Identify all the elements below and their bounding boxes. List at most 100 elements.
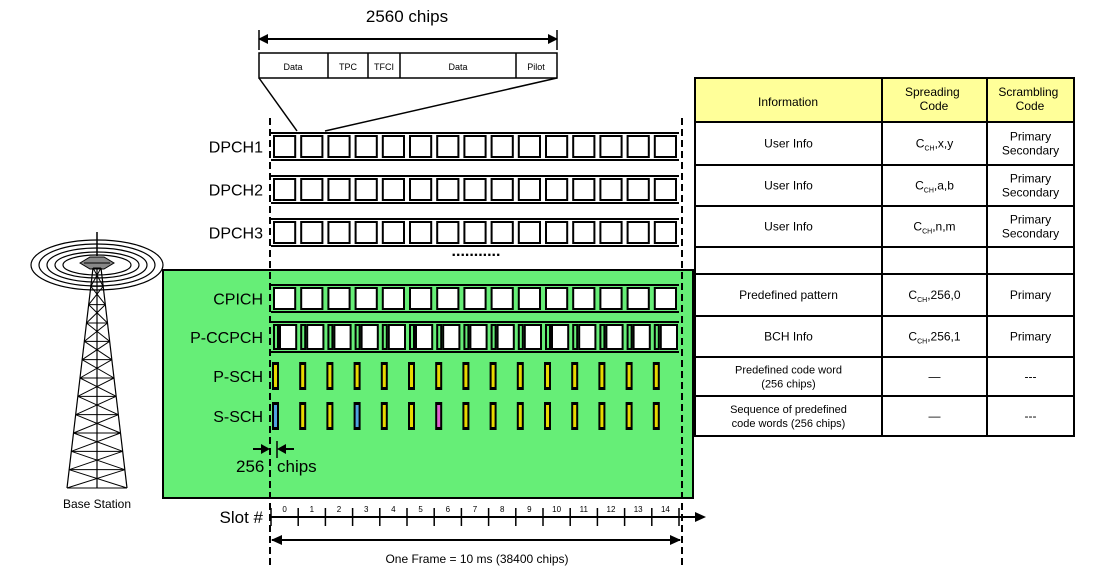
slot-box xyxy=(306,324,325,350)
table-cell xyxy=(986,246,1075,275)
sync-burst-color xyxy=(328,405,332,427)
table-header-scrambling-code: Scrambling Code xyxy=(998,85,1061,113)
tower-brace xyxy=(79,377,117,397)
slot-box xyxy=(327,135,351,158)
slot-gap xyxy=(436,324,443,350)
slot-box xyxy=(626,287,650,310)
slot-field-data: Data xyxy=(448,62,467,72)
slot-number-label: Slot # xyxy=(220,508,264,527)
sync-burst-color xyxy=(355,405,359,427)
slot-number: 0 xyxy=(282,505,287,514)
slot-box xyxy=(463,178,487,201)
slot-number: 5 xyxy=(418,505,423,514)
scrambling-line: Secondary xyxy=(1002,144,1059,158)
slot-gap xyxy=(599,324,606,350)
tower-brace xyxy=(88,286,104,305)
slot-number: 14 xyxy=(661,505,670,514)
table-cell xyxy=(986,205,1075,248)
slot-number: 2 xyxy=(337,505,342,514)
sync-burst-color xyxy=(573,405,577,427)
table-spreading-code: CCH,256,0 xyxy=(908,288,960,304)
slot-field-tfci: TFCI xyxy=(374,62,394,72)
sync-burst-color xyxy=(654,405,658,427)
scrambling-line: Primary xyxy=(1010,130,1051,144)
table-cell xyxy=(694,121,883,166)
slot-box xyxy=(415,324,434,350)
sync-burst-color xyxy=(573,365,577,387)
tower-brace xyxy=(69,469,128,489)
table-spreading-code: CCH,a,b xyxy=(915,179,954,195)
slot-box xyxy=(578,324,597,350)
slot-field-data: Data xyxy=(283,62,302,72)
code-params: ,256,0 xyxy=(927,288,961,302)
slot-box xyxy=(327,287,351,310)
slot-box xyxy=(381,287,405,310)
slot-box xyxy=(572,287,596,310)
slot-box xyxy=(496,324,515,350)
channel-label: P-CCPCH xyxy=(190,330,263,347)
code-base: — xyxy=(929,370,941,384)
channel-label: DPCH3 xyxy=(209,226,263,243)
slot-number: 9 xyxy=(527,505,532,514)
table-header-information: Information xyxy=(758,95,818,109)
slot-box xyxy=(381,135,405,158)
table-cell xyxy=(986,395,1075,437)
sync-burst-color xyxy=(410,365,413,387)
table-scrambling-code: --- xyxy=(1025,370,1037,384)
tower-lattice xyxy=(66,267,128,489)
slot-gap xyxy=(463,324,470,350)
sync-width-label-unit: chips xyxy=(277,457,317,476)
sync-burst-color xyxy=(328,365,332,387)
table-cell xyxy=(694,395,883,437)
tower-brace xyxy=(81,359,115,379)
slot-box xyxy=(572,135,596,158)
sync-burst-color xyxy=(491,405,495,427)
table-scrambling-code: --- xyxy=(1025,409,1037,423)
channel-label: S-SCH xyxy=(213,409,263,426)
slot-box xyxy=(523,324,542,350)
table-info-text: BCH Info xyxy=(764,330,813,344)
slot-box xyxy=(599,221,623,244)
sync-burst-color xyxy=(355,365,359,387)
table-info-line: Predefined code word xyxy=(735,365,842,377)
slot-box xyxy=(490,178,514,201)
scrambling-line: Primary xyxy=(1010,172,1051,186)
table-scrambling-code: Primary xyxy=(1010,330,1051,344)
slot-box xyxy=(436,221,460,244)
code-base: — xyxy=(929,409,941,423)
sync-burst-color xyxy=(627,405,631,427)
slot-gap xyxy=(381,324,388,350)
slot-box xyxy=(463,287,487,310)
slot-number: 10 xyxy=(552,505,561,514)
slot-number: 4 xyxy=(391,505,396,514)
slot-number: 12 xyxy=(607,505,616,514)
slot-number: 1 xyxy=(310,505,315,514)
sync-burst-color xyxy=(627,365,631,387)
channel-label: DPCH1 xyxy=(209,140,263,157)
sync-width-arrowhead-left xyxy=(261,444,270,454)
sync-width-label-number: 256 xyxy=(236,457,264,476)
slot-box xyxy=(300,287,324,310)
frame-length-label: One Frame = 10 ms (38400 chips) xyxy=(385,552,568,566)
table-cell xyxy=(881,246,988,275)
slot-box xyxy=(387,324,406,350)
code-params: ,n,m xyxy=(932,220,955,234)
sync-burst-color xyxy=(301,365,305,387)
tower-brace xyxy=(71,432,121,452)
sync-burst-color xyxy=(464,405,468,427)
scrambling-line: Secondary xyxy=(1002,227,1059,241)
slot-box xyxy=(626,178,650,201)
slot-box xyxy=(273,135,297,158)
slot-box xyxy=(490,135,514,158)
table-info-text: User Info xyxy=(764,179,813,193)
slot-structure-header: 2560 chips Data TPC TFCI Data Pilot xyxy=(258,7,558,132)
table-cell xyxy=(881,164,988,207)
code-subscript: CH xyxy=(922,229,932,236)
sync-burst-color xyxy=(491,365,495,387)
tower-brace xyxy=(71,450,125,471)
tower-brace xyxy=(77,377,115,397)
sync-burst-color xyxy=(464,365,468,387)
slot-box xyxy=(653,287,677,310)
